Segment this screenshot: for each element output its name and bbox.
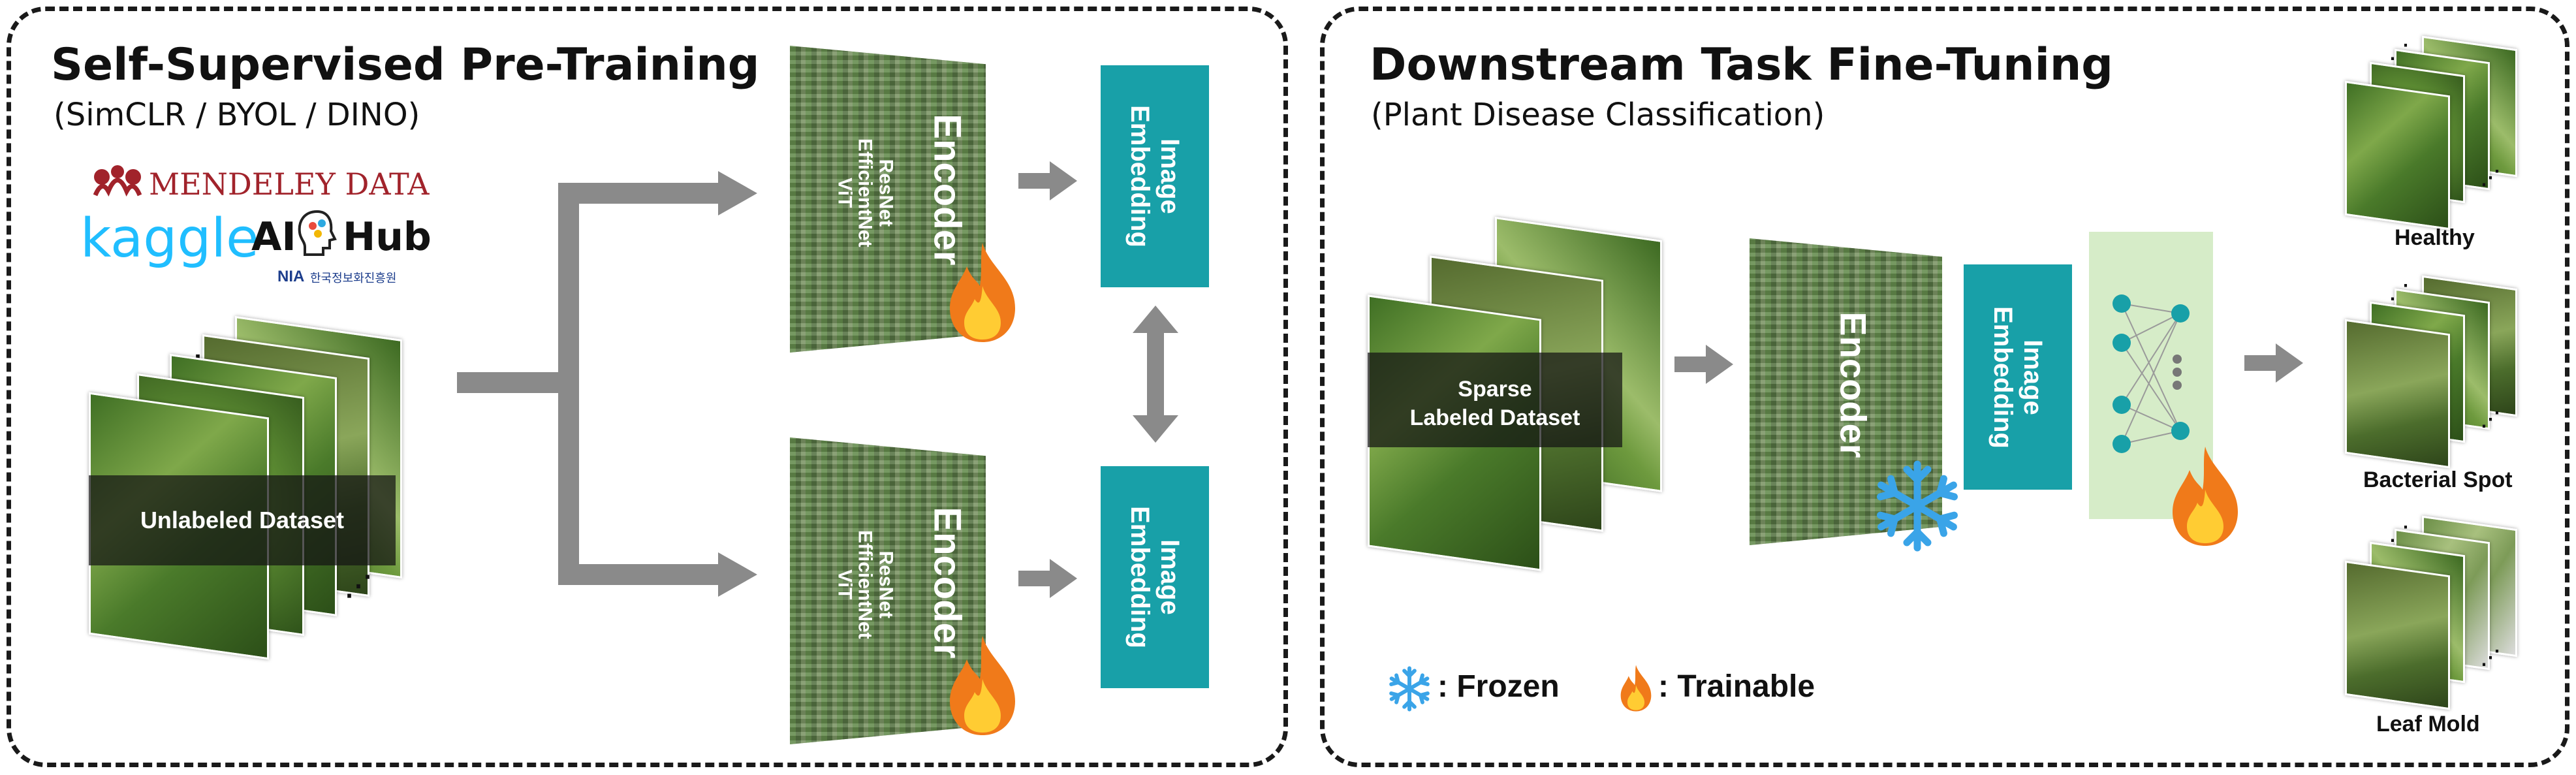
nia-korean-text: 한국정보화진흥원 bbox=[310, 272, 397, 285]
fire-icon bbox=[950, 636, 1015, 735]
head-icon bbox=[298, 210, 337, 256]
unlabeled-dataset-label: Unlabeled Dataset bbox=[89, 475, 396, 565]
class-label-bacterial-spot: Bacterial Spot bbox=[2363, 467, 2513, 492]
aihub-ai-text: AI bbox=[251, 214, 296, 260]
classifier-head bbox=[2089, 232, 2213, 519]
pretraining-subtitle: (SimCLR / BYOL / DINO) bbox=[54, 97, 420, 133]
backbone-efficientnet: EfficientNet bbox=[854, 530, 876, 639]
arrow-head-to-classes bbox=[2244, 343, 2303, 383]
ellipsis-healthy-bottom: ⋰ bbox=[2481, 167, 2503, 189]
nia-text: NIA bbox=[277, 268, 305, 285]
mendeley-logo: MENDELEY DATA bbox=[91, 160, 429, 206]
classifier-network bbox=[2113, 294, 2190, 453]
pretraining-title: Self-Supervised Pre-Training bbox=[51, 39, 760, 91]
branch-arrows bbox=[457, 171, 757, 597]
snowflake-icon bbox=[1877, 460, 1958, 552]
backbone-list-top: ResNet EfficientNet ViT bbox=[834, 95, 896, 291]
ellipsis-bottom: ⋰ bbox=[345, 570, 375, 601]
embedding-label-line2: Embedding bbox=[1988, 306, 2017, 449]
arrow-encoder-to-embedding-top bbox=[1018, 161, 1077, 200]
embedding-label-line2: Embedding bbox=[1125, 105, 1154, 247]
frozen-encoder bbox=[1750, 238, 1942, 545]
finetuning-title: Downstream Task Fine-Tuning bbox=[1370, 39, 2113, 91]
backbone-vit: ViT bbox=[834, 569, 856, 600]
embedding-label-line1: Image bbox=[1155, 539, 1184, 615]
fire-icon bbox=[2173, 447, 2238, 546]
finetune-embedding-label: Image Embedding bbox=[1988, 306, 2048, 449]
embedding-bottom: Image Embedding bbox=[1101, 466, 1209, 688]
finetune-embedding: Image Embedding bbox=[1964, 264, 2072, 490]
aihub-hub-text: Hub bbox=[343, 214, 432, 260]
fire-icon bbox=[1620, 665, 1652, 712]
arrow-encoder-to-embedding-bottom bbox=[1018, 559, 1077, 598]
finetuning-panel bbox=[1320, 7, 2569, 767]
class-label-leaf-mold: Leaf Mold bbox=[2376, 712, 2480, 736]
finetuning-subtitle: (Plant Disease Classification) bbox=[1371, 97, 1825, 133]
sparse-label-line1: Sparse bbox=[1458, 377, 1532, 402]
backbone-resnet: ResNet bbox=[875, 550, 897, 618]
mendeley-text: MENDELEY DATA bbox=[149, 166, 430, 202]
ellipsis-bacterial-bottom: ⋰ bbox=[2481, 409, 2503, 430]
backbone-vit: ViT bbox=[834, 178, 856, 208]
embedding-bottom-label: Image Embedding bbox=[1125, 506, 1185, 648]
embedding-label-line2: Embedding bbox=[1125, 506, 1154, 648]
frozen-encoder-label: Encoder bbox=[1832, 311, 1874, 458]
leaf-mold-image bbox=[2345, 560, 2450, 710]
embedding-top-label: Image Embedding bbox=[1125, 105, 1185, 247]
kaggle-logo: kaggle bbox=[80, 208, 259, 270]
snowflake-icon bbox=[1389, 666, 1430, 712]
legend-frozen: : Frozen bbox=[1437, 669, 1560, 704]
aihub-logo: AI Hub NIA 한국정보화진흥원 bbox=[251, 210, 432, 293]
arrow-dataset-to-encoder bbox=[1674, 345, 1733, 384]
embedding-top: Image Embedding bbox=[1101, 65, 1209, 287]
embedding-label-line1: Image bbox=[2018, 339, 2047, 415]
backbone-efficientnet: EfficientNet bbox=[854, 138, 876, 247]
sparse-labeled-dataset-label: Sparse Labeled Dataset bbox=[1368, 353, 1622, 447]
class-label-healthy: Healthy bbox=[2395, 225, 2475, 250]
sparse-label-line2: Labeled Dataset bbox=[1409, 405, 1580, 431]
legend-trainable: : Trainable bbox=[1658, 669, 1815, 704]
healthy-image bbox=[2345, 80, 2450, 230]
backbone-list-bottom: ResNet EfficientNet ViT bbox=[834, 486, 896, 682]
embedding-label-line1: Image bbox=[1155, 138, 1184, 214]
backbone-resnet: ResNet bbox=[875, 159, 897, 227]
ellipsis-leafmold-bottom: ⋰ bbox=[2481, 647, 2503, 669]
bacterial-spot-image bbox=[2345, 319, 2450, 469]
pretraining-panel bbox=[7, 7, 1288, 767]
fire-icon bbox=[950, 243, 1015, 342]
contrastive-double-arrow bbox=[1133, 306, 1178, 443]
